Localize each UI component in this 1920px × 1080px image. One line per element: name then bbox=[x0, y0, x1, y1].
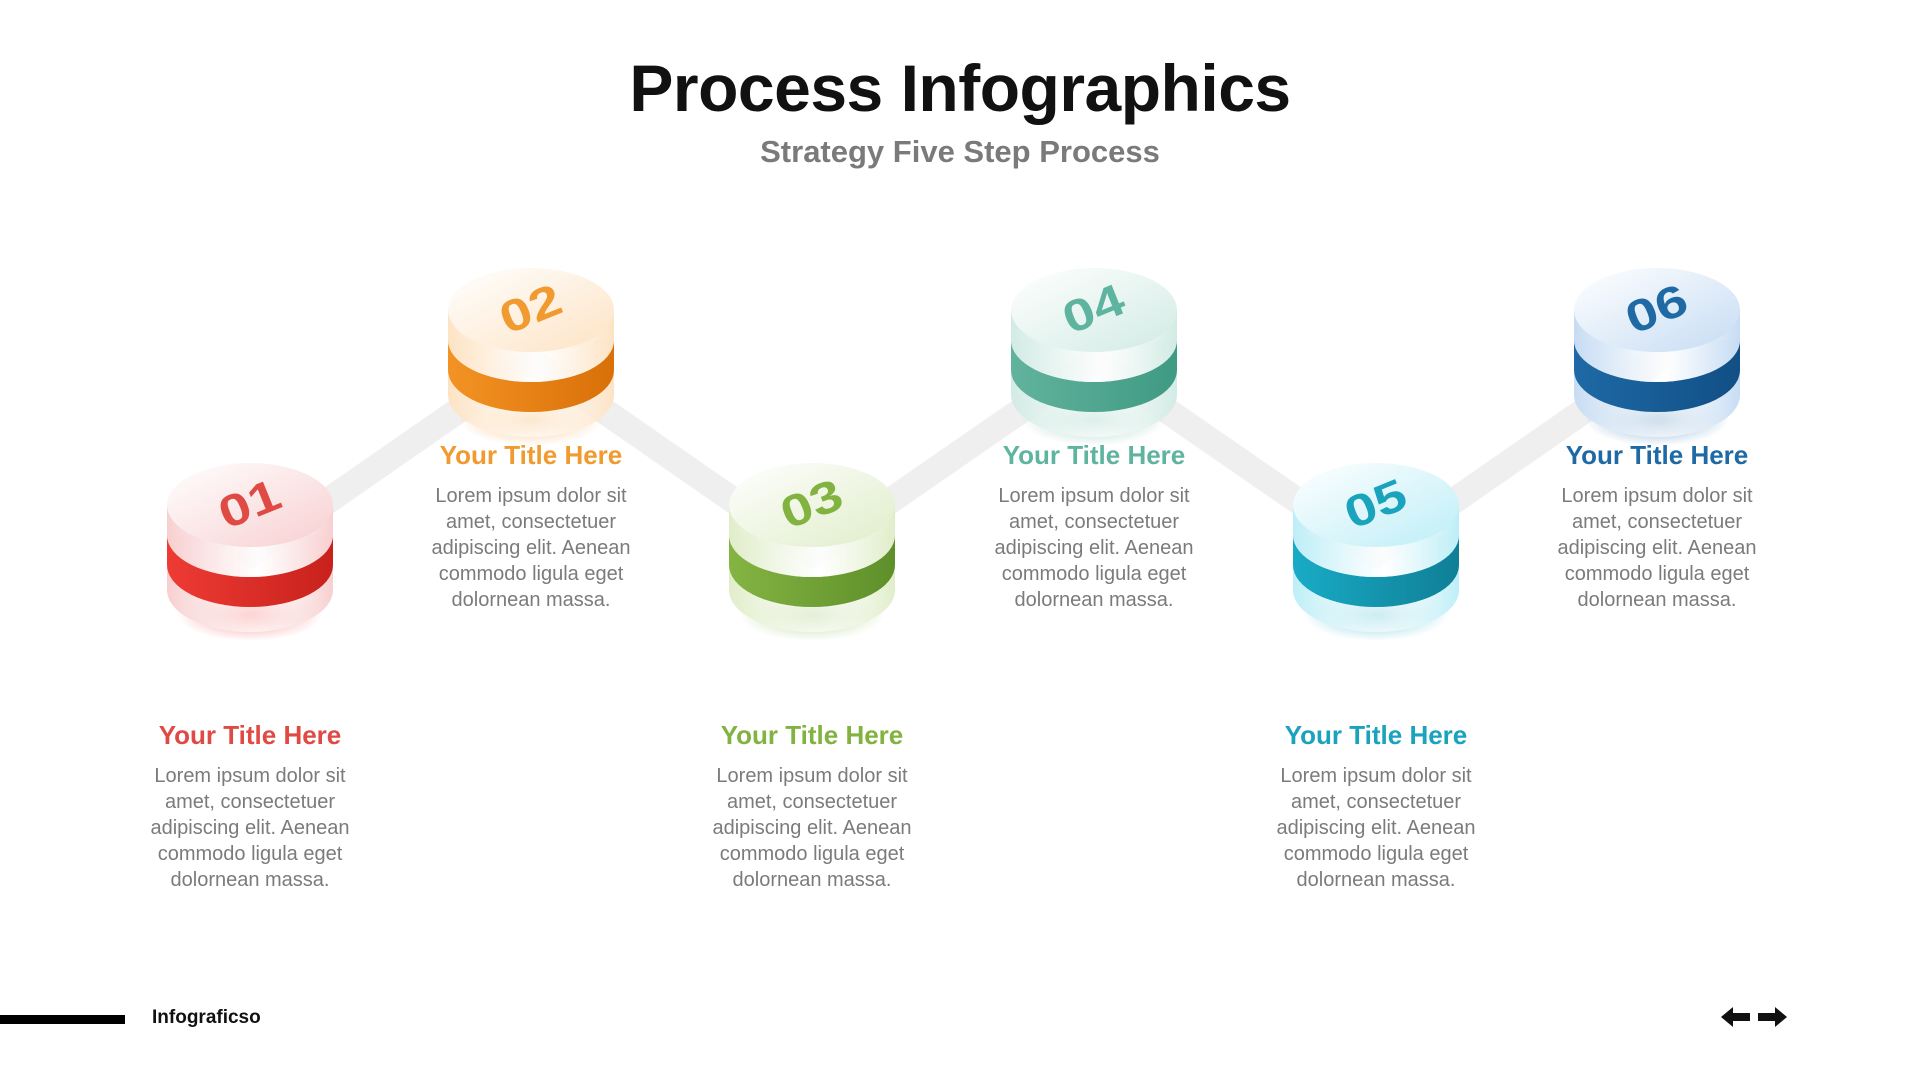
arrow-right-icon bbox=[1758, 1007, 1787, 1027]
prev-slide-button[interactable] bbox=[1720, 1005, 1752, 1029]
footer-accent-bar bbox=[0, 1015, 125, 1024]
step-description: Lorem ipsum dolor sit amet, consectetuer… bbox=[431, 485, 631, 611]
brand-name: Infograficso bbox=[152, 1007, 261, 1028]
step-title: Your Title Here bbox=[439, 440, 623, 470]
step-cylinder-icon: 05 bbox=[1256, 415, 1496, 655]
step-cylinder-icon: 03 bbox=[692, 415, 932, 655]
step-title: Your Title Here bbox=[1565, 440, 1749, 470]
arrow-left-icon bbox=[1721, 1007, 1750, 1027]
step-title: Your Title Here bbox=[1284, 720, 1468, 750]
step-description: Lorem ipsum dolor sit amet, consectetuer… bbox=[150, 765, 350, 891]
step-description: Lorem ipsum dolor sit amet, consectetuer… bbox=[1276, 765, 1476, 891]
step-description: Lorem ipsum dolor sit amet, consectetuer… bbox=[994, 485, 1194, 611]
page-title: Process Infographics bbox=[629, 51, 1291, 125]
step-cylinder-icon: 02 bbox=[411, 220, 651, 460]
step-cylinder-icon: 06 bbox=[1537, 220, 1777, 460]
step-cylinder-icon: 01 bbox=[130, 415, 370, 655]
step-title: Your Title Here bbox=[720, 720, 904, 750]
next-slide-button[interactable] bbox=[1756, 1005, 1788, 1029]
step-title: Your Title Here bbox=[1002, 440, 1186, 470]
step-description: Lorem ipsum dolor sit amet, consectetuer… bbox=[712, 765, 912, 891]
step-cylinder-icon: 04 bbox=[974, 220, 1214, 460]
page-subtitle: Strategy Five Step Process bbox=[760, 134, 1160, 169]
step-title: Your Title Here bbox=[158, 720, 342, 750]
step-description: Lorem ipsum dolor sit amet, consectetuer… bbox=[1557, 485, 1757, 611]
